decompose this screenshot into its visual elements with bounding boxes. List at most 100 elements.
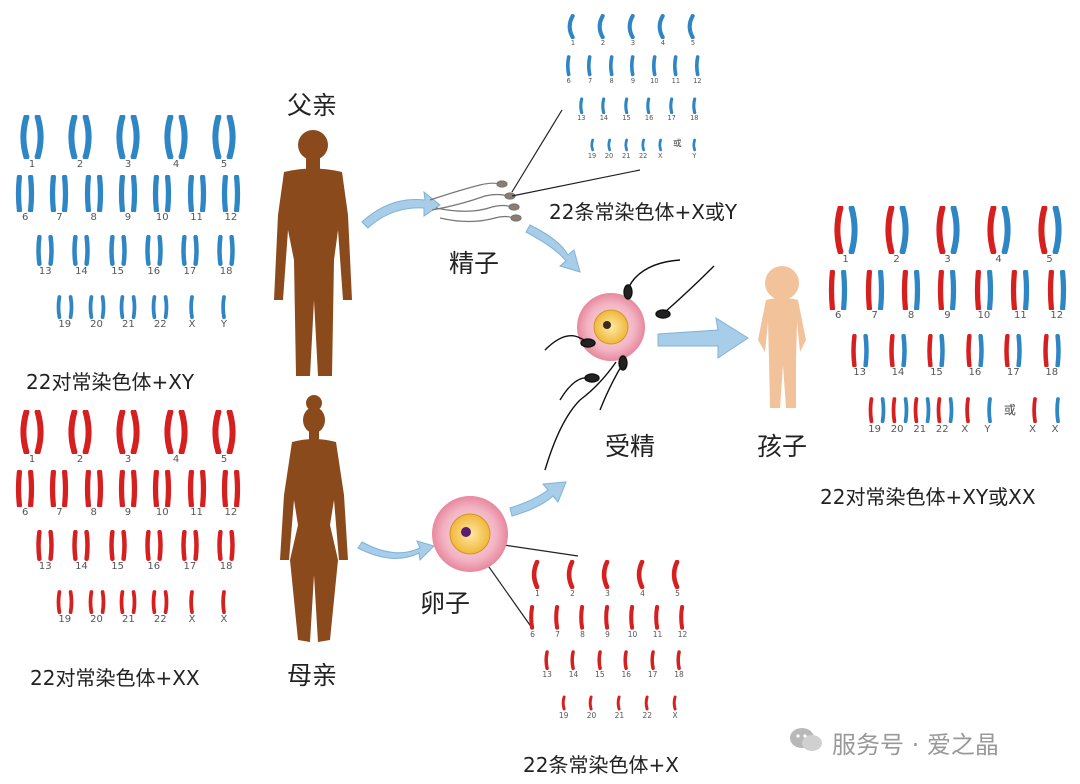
chromosome-number: 14: [599, 114, 609, 123]
chromosome: 14: [63, 235, 99, 277]
chromosome-number: 20: [90, 319, 103, 331]
chromatid: [108, 235, 115, 266]
chromosome: 或: [669, 138, 686, 152]
chromatid: [48, 530, 55, 561]
chromosome: 20: [886, 397, 909, 435]
chromatid: [669, 96, 674, 114]
chromatid: [163, 295, 169, 320]
chromatid: [891, 397, 897, 424]
chromosome: 15: [100, 530, 136, 572]
chromatid: [193, 530, 199, 561]
chromatid: [96, 470, 103, 508]
egg-label: 卵子: [420, 589, 471, 618]
chromatid: [673, 55, 678, 77]
chromatid: [936, 397, 942, 424]
chromatid: [34, 410, 44, 454]
chromatid: [623, 96, 629, 114]
chromosome-number: 1: [570, 39, 576, 48]
chromosome-number: 7: [871, 310, 878, 322]
chromatid: [1042, 333, 1049, 367]
chromatid: [20, 115, 30, 159]
egg-karyotype-caption: 22条常染色体+X: [523, 753, 679, 777]
chromatid: [629, 605, 635, 630]
chromatid: [901, 269, 909, 311]
chromatid: [850, 333, 857, 367]
chromosome-number: 1: [535, 589, 540, 598]
chromatid: [130, 175, 138, 213]
chromosome: 9: [595, 605, 620, 639]
chromatid: [84, 175, 91, 213]
chromosome: 13: [570, 96, 593, 122]
chromosome: 19: [49, 295, 81, 330]
chromosome-number: 19: [868, 423, 881, 435]
chromatid: [1023, 269, 1030, 311]
chromosome-number: 3: [124, 159, 132, 170]
chromosome-number: 11: [190, 507, 203, 519]
chromosome-number: 20: [586, 710, 597, 720]
chromatid: [116, 410, 126, 454]
chromosome-number: 18: [690, 114, 699, 123]
chromosome: 17: [994, 333, 1032, 378]
chromatid: [226, 115, 236, 159]
chromatid: [217, 530, 223, 561]
chromosome-number: 22: [935, 423, 949, 435]
chromatid: [56, 295, 61, 320]
chromatid: [165, 470, 172, 508]
chromosome-number: 5: [220, 159, 228, 170]
chromatid: [189, 590, 194, 615]
chromatid: [868, 397, 874, 424]
chromosome-number: 21: [614, 710, 625, 720]
chromatid: [964, 397, 970, 424]
child-karyotype-caption: 22对常染色体+XY或XX: [820, 485, 1036, 509]
chromosome-number: 3: [605, 589, 610, 598]
chromosome: 18: [1033, 333, 1071, 378]
chromosome: 7: [856, 269, 892, 322]
chromatid: [657, 14, 666, 40]
chromosome: 22: [144, 590, 176, 625]
chromosome: 18: [683, 96, 706, 123]
chromosome: 3: [922, 206, 973, 265]
chromatid: [646, 96, 651, 114]
chromosome: 4: [973, 206, 1024, 265]
chromosome: 7: [42, 470, 76, 518]
chromosome-number: 8: [907, 310, 915, 322]
chromatid: [877, 269, 884, 311]
chromosome-number: 20: [90, 614, 103, 626]
sperm-karyotype-caption: 22条常染色体+X或Y: [549, 200, 738, 224]
chromatid: [651, 55, 657, 77]
chromosome: 11: [645, 605, 670, 639]
chromosome-number: 17: [647, 670, 658, 680]
chromatid: [187, 175, 194, 213]
chromosome-number: 4: [172, 159, 180, 170]
chromosome-number: 15: [111, 560, 124, 572]
chromatid: [1047, 269, 1054, 311]
chromatid: [1011, 269, 1018, 311]
chromatid: [589, 695, 594, 711]
chromosome: 22: [931, 397, 954, 435]
arrows: [357, 190, 749, 562]
chromatid: [561, 695, 566, 711]
chromosome-number: 12: [224, 212, 238, 224]
mother-karyotype-caption: 22对常染色体+XX: [30, 666, 200, 690]
chromatid: [178, 410, 188, 454]
chromosome-number: 12: [224, 507, 238, 519]
chromosome-number: 4: [640, 589, 645, 598]
chromosome-number: 17: [667, 114, 676, 123]
chromosome-number: 6: [530, 629, 535, 639]
chromatid: [950, 206, 960, 254]
chromosome-number: 4: [995, 253, 1002, 265]
chromosome-number: 14: [568, 670, 579, 680]
chromosome: 16: [613, 650, 639, 679]
chromosome: Y: [686, 138, 703, 160]
sperm-cells: [429, 180, 522, 223]
chromosome-number: 10: [977, 310, 991, 322]
fertilization-to-child-arrow: [657, 316, 749, 359]
chromosome-number: 11: [1013, 310, 1027, 322]
chromosome-number: 10: [650, 76, 659, 85]
chromatid: [84, 530, 91, 561]
chromosome-number: 13: [38, 265, 52, 277]
